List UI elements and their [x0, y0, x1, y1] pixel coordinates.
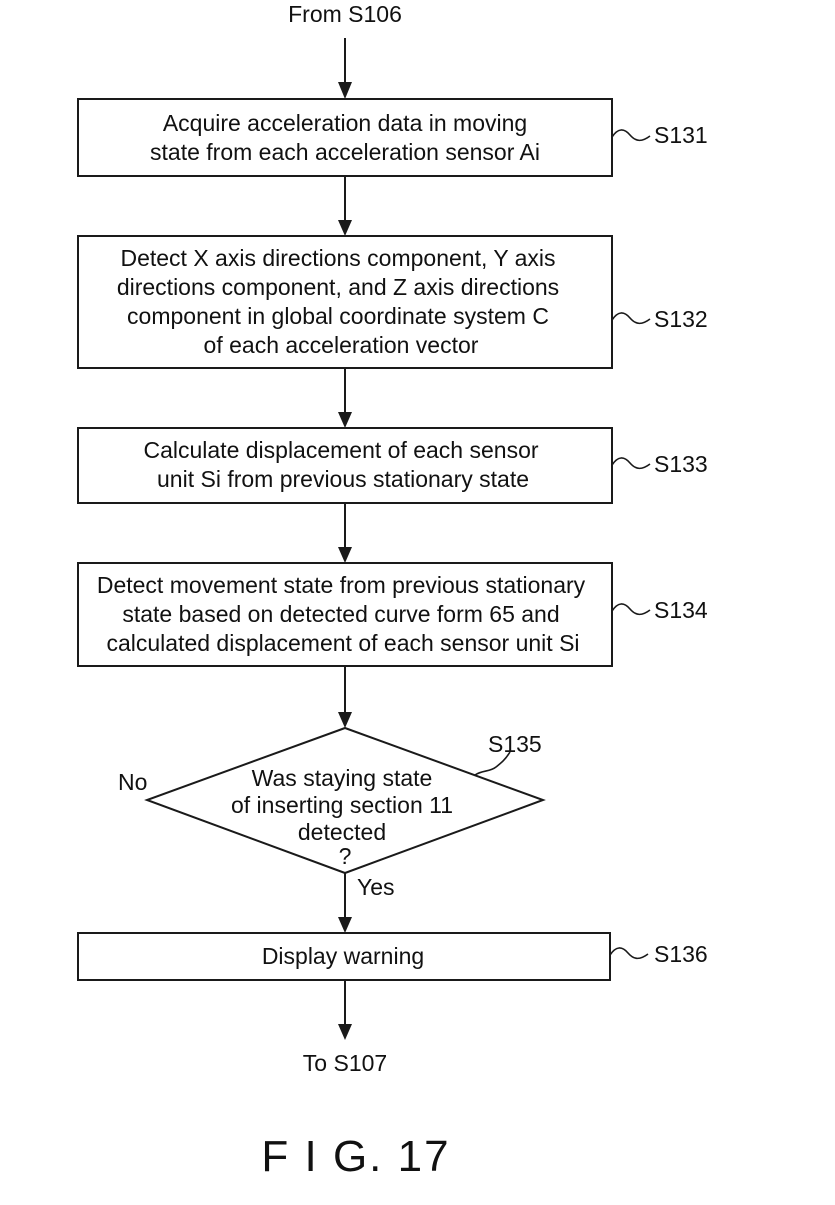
leader-s136 — [609, 947, 649, 960]
leader-s135 — [474, 751, 511, 776]
step-id-s131: S131 — [654, 122, 708, 148]
step-id-s136: S136 — [654, 941, 708, 967]
arrowhead-s133-s134 — [338, 547, 352, 563]
decision-line-4: ? — [339, 843, 352, 869]
step-s134-line-2: state based on detected curve form 65 an… — [122, 601, 559, 627]
step-id-s133: S133 — [654, 451, 708, 477]
figure-label: F I G. 17 — [261, 1132, 450, 1181]
step-s131-line-1: Acquire acceleration data in moving — [163, 110, 527, 136]
leader-s134 — [611, 603, 651, 616]
decision-no-label: No — [118, 769, 147, 795]
arrowhead-s131-s132 — [338, 220, 352, 236]
arrowhead-s135-s136 — [338, 917, 352, 933]
step-s132-line-3: component in global coordinate system C — [127, 303, 549, 329]
step-s133-line-1: Calculate displacement of each sensor — [143, 437, 538, 463]
step-box-s132 — [77, 235, 613, 369]
step-s133-line-2: unit Si from previous stationary state — [157, 466, 529, 492]
step-s132-line-4: of each acceleration vector — [204, 332, 479, 358]
decision-line-2: of inserting section 11 — [231, 792, 453, 818]
arrowhead-s132-s133 — [338, 412, 352, 428]
leader-s133 — [611, 457, 651, 470]
step-s136-line-1: Display warning — [262, 943, 424, 969]
arrowhead-s136-end — [338, 1024, 352, 1040]
step-s134-line-3: calculated displacement of each sensor u… — [106, 630, 579, 656]
start-label: From S106 — [288, 1, 402, 27]
step-s132-line-1: Detect X axis directions component, Y ax… — [120, 245, 555, 271]
step-box-s133 — [77, 427, 613, 504]
step-id-s134: S134 — [654, 597, 708, 623]
step-s131-line-2: state from each acceleration sensor Ai — [150, 139, 540, 165]
arrowhead-s134-s135 — [338, 712, 352, 728]
step-s132-line-2: directions component, and Z axis directi… — [117, 274, 559, 300]
decision-yes-label: Yes — [357, 874, 395, 900]
step-box-s134 — [77, 562, 613, 667]
end-label: To S107 — [303, 1050, 387, 1076]
decision-line-1: Was staying state — [252, 765, 433, 791]
leader-s131 — [611, 129, 651, 142]
leader-s132 — [611, 312, 651, 325]
step-s134-line-1: Detect movement state from previous stat… — [97, 572, 586, 598]
decision-line-3: detected — [298, 819, 386, 845]
step-id-s132: S132 — [654, 306, 708, 332]
decision-id-s135: S135 — [488, 731, 542, 757]
arrowhead-start-s131 — [338, 82, 352, 99]
